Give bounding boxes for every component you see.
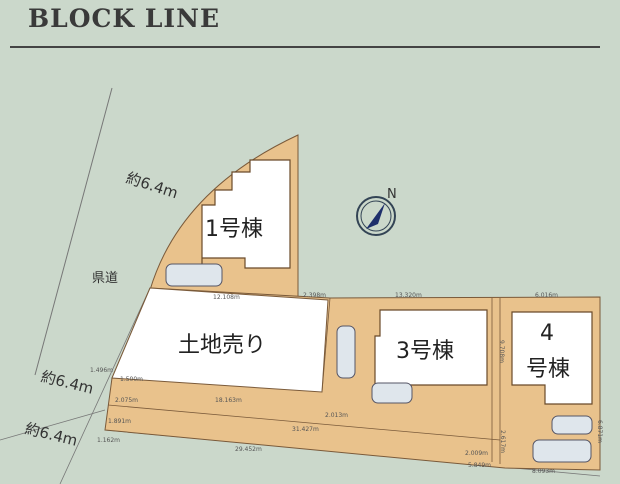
building-3-label: 3号棟 bbox=[396, 339, 454, 364]
road-width-label: 約6.4m bbox=[23, 419, 79, 449]
dimension-label: 1.162m bbox=[97, 437, 120, 444]
road-label: 県道 bbox=[92, 271, 118, 286]
compass-icon: N bbox=[356, 187, 397, 236]
dimension-label: 12.108m bbox=[213, 294, 240, 301]
car-icon bbox=[336, 325, 356, 379]
car-icon bbox=[551, 415, 593, 435]
road-width-label: 約6.4m bbox=[39, 367, 95, 397]
road-width-label: 約6.4m bbox=[124, 169, 180, 203]
dimension-label: 2.617m bbox=[499, 430, 506, 453]
dimension-label: 31.427m bbox=[292, 426, 319, 433]
compass-north-label: N bbox=[387, 187, 397, 202]
car-icon bbox=[165, 263, 223, 287]
car-icon bbox=[371, 382, 413, 404]
title-divider bbox=[10, 46, 600, 48]
dimension-label: 2.009m bbox=[465, 450, 488, 457]
car-icon bbox=[532, 439, 592, 463]
dimension-label: 13.320m bbox=[395, 292, 422, 299]
dimension-label: 9.708m bbox=[498, 340, 505, 363]
dimension-label: 1.891m bbox=[108, 418, 131, 425]
dimension-label: 1.500m bbox=[120, 376, 143, 383]
road-edge-line bbox=[34, 87, 113, 376]
dimension-label: 29.452m bbox=[235, 446, 262, 453]
lot-division-line bbox=[107, 404, 501, 441]
dimension-label: 2.013m bbox=[325, 412, 348, 419]
building-1[interactable] bbox=[201, 159, 291, 269]
dimension-label: 1.496m bbox=[90, 367, 113, 374]
building-4[interactable] bbox=[511, 311, 593, 405]
dimension-label: 18.163m bbox=[215, 397, 242, 404]
page-title: BLOCK LINE bbox=[28, 4, 220, 33]
dimension-label: 8.093m bbox=[532, 468, 555, 475]
dimension-label: 5.849m bbox=[468, 462, 491, 469]
dimension-label: 2.075m bbox=[115, 397, 138, 404]
dimension-label: 6.871m bbox=[596, 420, 603, 443]
land-for-sale-label: 土地売り bbox=[178, 333, 266, 358]
road-edge-line bbox=[59, 287, 151, 484]
building-4-label: 号棟 bbox=[526, 357, 570, 382]
building-4-number: 4 bbox=[540, 321, 554, 346]
lot-division-line bbox=[321, 297, 331, 393]
building-1-label: 1号棟 bbox=[205, 217, 263, 242]
road-edge-line bbox=[0, 409, 106, 441]
dimension-label: 2.398m bbox=[303, 292, 326, 299]
dimension-label: 6.016m bbox=[535, 292, 558, 299]
